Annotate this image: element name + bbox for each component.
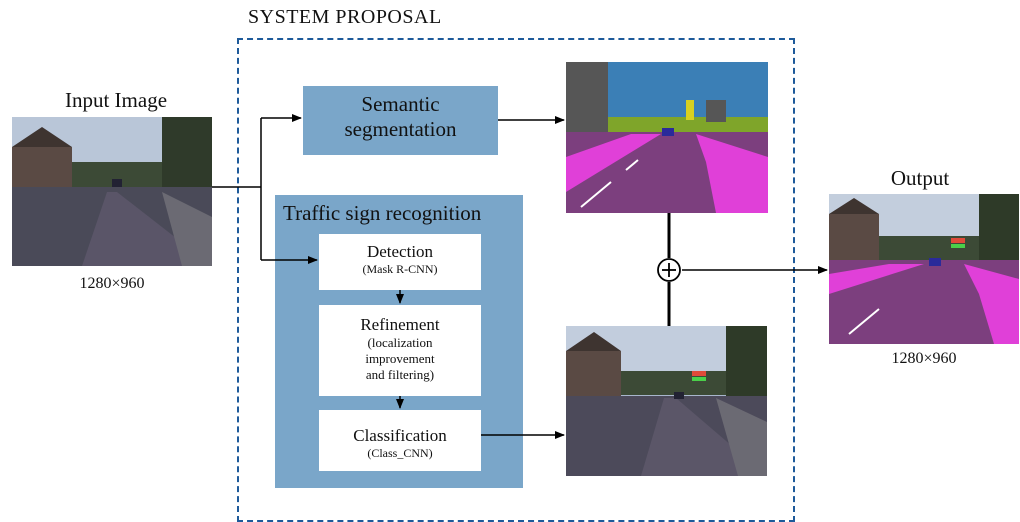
input-resolution: 1280×960 [79, 275, 145, 292]
input-image-label: Input Image [64, 88, 168, 112]
detection-title: Detection [366, 242, 434, 261]
semantic-label-line2: segmentation [344, 117, 457, 141]
output-resolution: 1280×960 [891, 350, 957, 367]
classification-title: Classification [353, 426, 447, 445]
connector-arrows [212, 114, 828, 439]
classification-subtitle: (Class_CNN) [367, 446, 433, 460]
traffic-sign-image [566, 326, 767, 476]
classification-box: Classification (Class_CNN) [319, 410, 481, 471]
plus-circle-icon [657, 258, 681, 282]
output-label: Output [890, 166, 950, 190]
tsr-title: Traffic sign recognition [283, 201, 482, 225]
refinement-line1: (localization [367, 335, 433, 350]
segmentation-image [566, 62, 768, 213]
semantic-label-line1: Semantic [361, 92, 440, 116]
refinement-line2: improvement [365, 351, 435, 366]
refinement-box: Refinement (localization improvement and… [319, 305, 481, 396]
semantic-segmentation-block: Semantic segmentation [303, 86, 498, 155]
output-image [829, 194, 1019, 344]
refinement-title: Refinement [360, 315, 440, 334]
refinement-line3: and filtering) [365, 367, 435, 382]
detection-subtitle: (Mask R-CNN) [362, 262, 438, 276]
input-image [12, 117, 212, 266]
system-proposal-title: SYSTEM PROPOSAL [248, 6, 442, 28]
detection-box: Detection (Mask R-CNN) [319, 234, 481, 290]
